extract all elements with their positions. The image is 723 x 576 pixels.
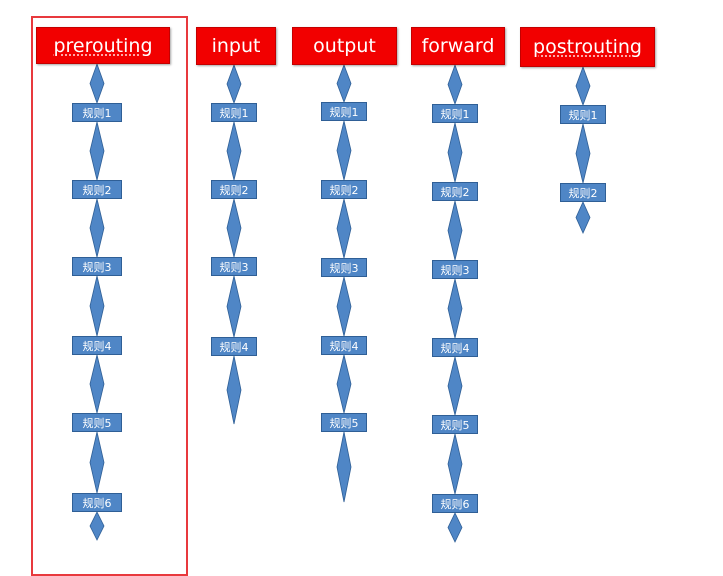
rule-box: 规则5 <box>72 413 122 432</box>
rule-box: 规则2 <box>321 180 367 199</box>
chain-label: prerouting <box>53 35 152 57</box>
connector-diamond <box>227 199 241 257</box>
rule-box: 规则1 <box>72 103 122 122</box>
rule-box: 规则1 <box>560 105 606 124</box>
rule-box: 规则3 <box>211 257 257 276</box>
rule-box: 规则4 <box>211 337 257 356</box>
rule-box: 规则4 <box>432 338 478 357</box>
prerouting-highlight-frame <box>31 16 188 576</box>
connector-diamond <box>227 276 241 337</box>
rule-box: 规则3 <box>432 260 478 279</box>
rule-box: 规则3 <box>321 258 367 277</box>
rule-box: 规则2 <box>72 180 122 199</box>
rule-box: 规则6 <box>432 494 478 513</box>
chain-head-output: output <box>292 27 397 65</box>
end-diamond <box>448 513 462 542</box>
chain-label: input <box>212 35 261 57</box>
end-diamond <box>337 432 351 502</box>
connector-diamond <box>576 67 590 105</box>
chain-head-input: input <box>196 27 276 65</box>
rule-box: 规则5 <box>432 415 478 434</box>
connector-diamond <box>337 65 351 102</box>
rule-box: 规则1 <box>211 103 257 122</box>
connector-diamond <box>227 65 241 103</box>
connector-diamond <box>337 277 351 336</box>
connector-diamond <box>448 279 462 338</box>
connector-diamond <box>576 124 590 183</box>
connector-diamond <box>448 357 462 415</box>
connector-diamond <box>337 355 351 413</box>
connector-diamond <box>448 65 462 104</box>
connector-diamond <box>337 121 351 180</box>
chain-label: output <box>313 35 376 57</box>
chain-label: forward <box>422 35 495 57</box>
end-diamond <box>227 356 241 424</box>
chain-head-prerouting: prerouting <box>36 27 170 64</box>
rule-box: 规则4 <box>72 336 122 355</box>
rule-box: 规则6 <box>72 493 122 512</box>
chain-head-postrouting: postrouting <box>520 27 655 67</box>
rule-box: 规则2 <box>560 183 606 202</box>
connector-diamond <box>227 122 241 180</box>
rule-box: 规则4 <box>321 336 367 355</box>
connector-diamond <box>448 201 462 260</box>
rule-box: 规则2 <box>211 180 257 199</box>
rule-box: 规则2 <box>432 182 478 201</box>
rule-box: 规则3 <box>72 257 122 276</box>
chain-label: postrouting <box>533 36 642 58</box>
rule-box: 规则1 <box>321 102 367 121</box>
end-diamond <box>576 202 590 233</box>
rule-box: 规则1 <box>432 104 478 123</box>
connector-diamond <box>448 123 462 182</box>
chain-head-forward: forward <box>411 27 505 65</box>
rule-box: 规则5 <box>321 413 367 432</box>
connector-diamond <box>337 199 351 258</box>
connector-diamond <box>448 434 462 494</box>
